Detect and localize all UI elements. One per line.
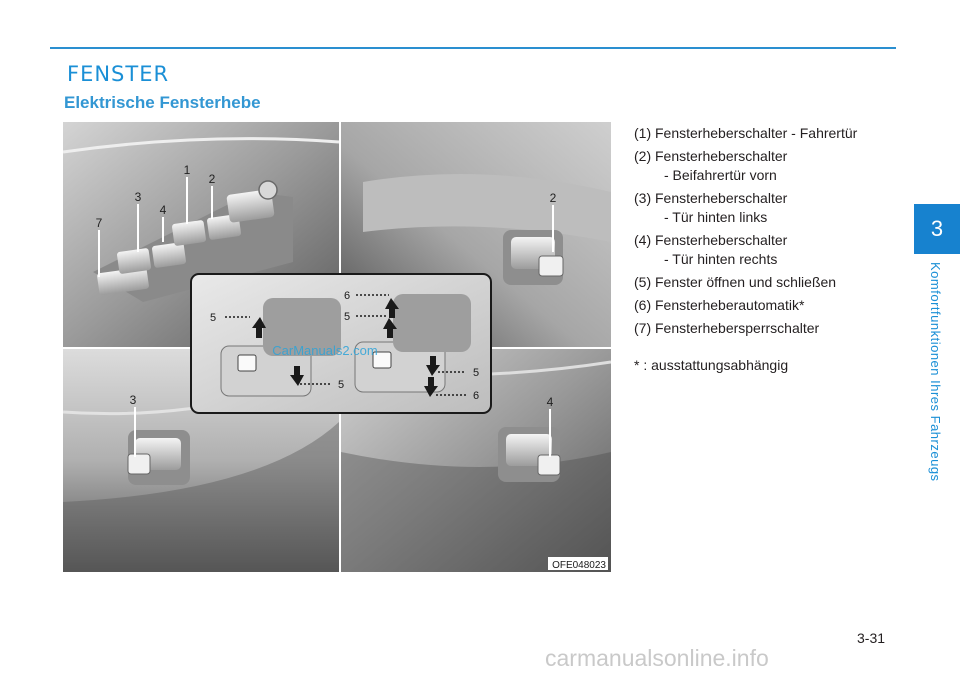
section-title: FENSTER — [67, 62, 170, 86]
chapter-tab: 3 — [914, 204, 960, 254]
label-4-rear-right: 4 — [547, 395, 554, 409]
figure-overlay-text: CarManuals2.com — [272, 343, 378, 358]
leader-lines — [98, 177, 554, 457]
door-contour — [341, 452, 611, 572]
label-7: 7 — [96, 216, 103, 230]
header-rule — [50, 47, 896, 49]
subsection-title: Elektrische Fensterhebe — [64, 93, 261, 112]
passenger-switch — [503, 230, 564, 285]
rear-left-switch — [127, 430, 190, 485]
label-5-open-left: 5 — [210, 312, 216, 324]
callout-item: (1) Fensterheberschalter - Fahrertür — [634, 125, 858, 141]
page-number: 3-31 — [857, 630, 886, 646]
switch-detail-inset: 5 5 6 5 5 6 CarManuals2.com — [190, 273, 492, 414]
callout-item: (2) Fensterheberschalter - Beifahrertür … — [634, 148, 788, 183]
label-2: 2 — [209, 172, 216, 186]
label-6-auto-up: 6 — [344, 290, 350, 302]
label-1: 1 — [184, 163, 191, 177]
door-contour — [363, 174, 611, 242]
label-3-rear-left: 3 — [130, 393, 137, 407]
door-contour — [63, 422, 339, 572]
callout-item: (5) Fenster öffnen und schließen — [634, 274, 837, 290]
label-5-close-right: 5 — [473, 367, 479, 379]
callout-item: (6) Fensterheberautomatik* — [634, 297, 805, 313]
label-3: 3 — [135, 190, 142, 204]
callout-item: (3) Fensterheberschalter - Tür hinten li… — [634, 190, 788, 225]
label-5-open-right: 5 — [344, 311, 350, 323]
figure-code: OFE048023 — [552, 560, 606, 571]
callout-item: (7) Fensterhebersperrschalter — [634, 320, 820, 336]
chapter-title: Komfortfunktionen Ihres Fahrzeugs — [925, 262, 949, 502]
chapter-title-text: Komfortfunktionen Ihres Fahrzeugs — [928, 262, 943, 482]
watermark: carmanualsonline.info — [545, 645, 769, 671]
door-contour — [63, 137, 340, 154]
rear-right-switch — [498, 427, 561, 482]
footnote: * : ausstattungsabhängig — [634, 357, 789, 373]
label-2-passenger: 2 — [550, 191, 557, 205]
label-5-close-left: 5 — [338, 379, 344, 391]
callout-list: (1) Fensterheberschalter - Fahrertür (2)… — [634, 124, 894, 375]
window-switch-figure: 1 2 3 4 7 2 3 4 — [63, 122, 611, 572]
label-6-auto-down: 6 — [473, 390, 479, 402]
label-4: 4 — [160, 203, 167, 217]
callout-item: (4) Fensterheberschalter - Tür hinten re… — [634, 232, 788, 267]
